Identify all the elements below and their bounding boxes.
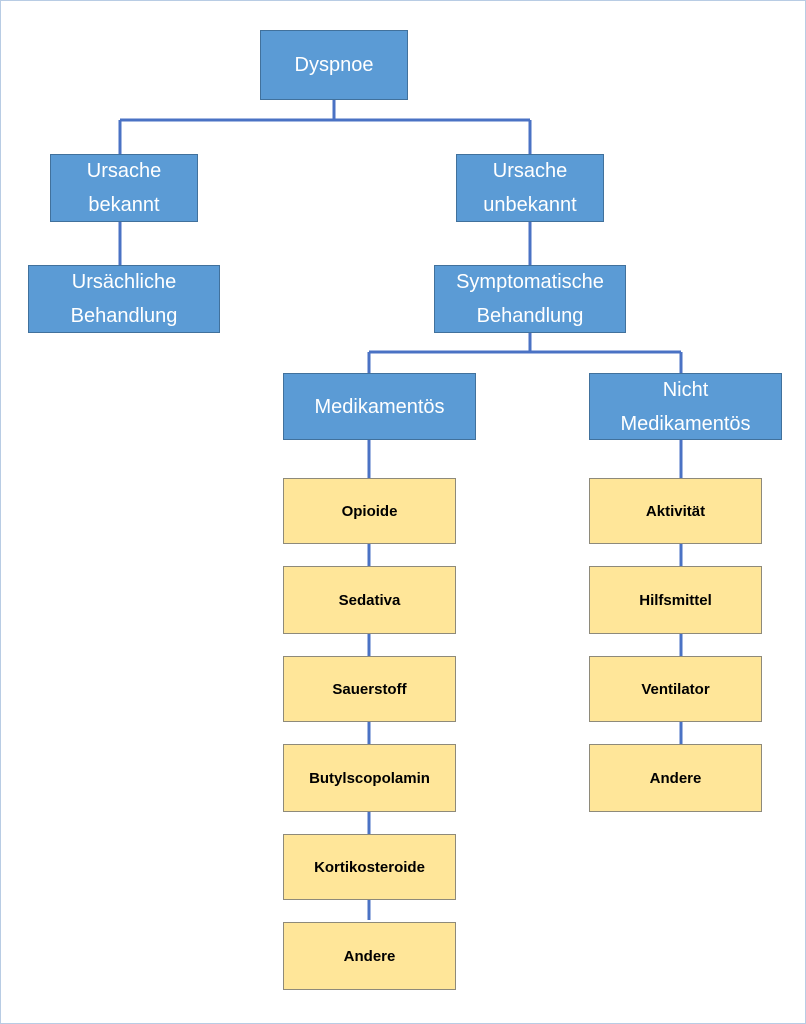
node-ursaechliche-behandlung-label: Ursächliche Behandlung [70,271,178,327]
item-hilfsmittel: Hilfsmittel [589,566,762,634]
node-ursache-bekannt-label: Ursache bekannt [86,160,162,216]
node-nicht-medikamentoes-label: Nicht Medikamentös [620,378,751,435]
item-kortikosteroide-label: Kortikosteroide [314,858,425,876]
connector-root-split [118,100,532,154]
item-andere-nicht-medikamentoes-label: Andere [649,769,702,787]
item-ventilator-label: Ventilator [641,680,710,698]
item-hilfsmittel-label: Hilfsmittel [639,591,712,609]
node-dyspnoe: Dyspnoe [260,30,408,100]
item-opioide-label: Opioide [341,502,398,520]
item-opioide: Opioide [283,478,456,544]
item-aktivitaet: Aktivität [589,478,762,544]
item-sauerstoff: Sauerstoff [283,656,456,722]
item-andere-nicht-medikamentoes: Andere [589,744,762,812]
item-butylscopolamin: Butylscopolamin [283,744,456,812]
node-ursache-unbekannt: Ursache unbekannt [456,154,604,222]
node-nicht-medikamentoes: Nicht Medikamentös [589,373,782,440]
item-sauerstoff-label: Sauerstoff [332,680,407,698]
item-andere-medikamentoes: Andere [283,922,456,990]
node-medikamentoes-label: Medikamentös [314,395,445,418]
item-butylscopolamin-label: Butylscopolamin [309,769,430,787]
node-medikamentoes: Medikamentös [283,373,476,440]
item-ventilator: Ventilator [589,656,762,722]
item-sedativa-label: Sedativa [338,591,401,609]
connector-symptomatic-split [367,333,683,373]
node-dyspnoe-label: Dyspnoe [294,54,374,76]
item-aktivitaet-label: Aktivität [645,502,706,520]
item-andere-medikamentoes-label: Andere [343,947,396,965]
item-kortikosteroide: Kortikosteroide [283,834,456,900]
item-sedativa: Sedativa [283,566,456,634]
node-ursache-unbekannt-label: Ursache unbekannt [483,160,577,216]
node-symptomatische-behandlung: Symptomatische Behandlung [434,265,626,333]
node-ursaechliche-behandlung: Ursächliche Behandlung [28,265,220,333]
node-symptomatische-behandlung-label: Symptomatische Behandlung [456,271,604,327]
node-ursache-bekannt: Ursache bekannt [50,154,198,222]
